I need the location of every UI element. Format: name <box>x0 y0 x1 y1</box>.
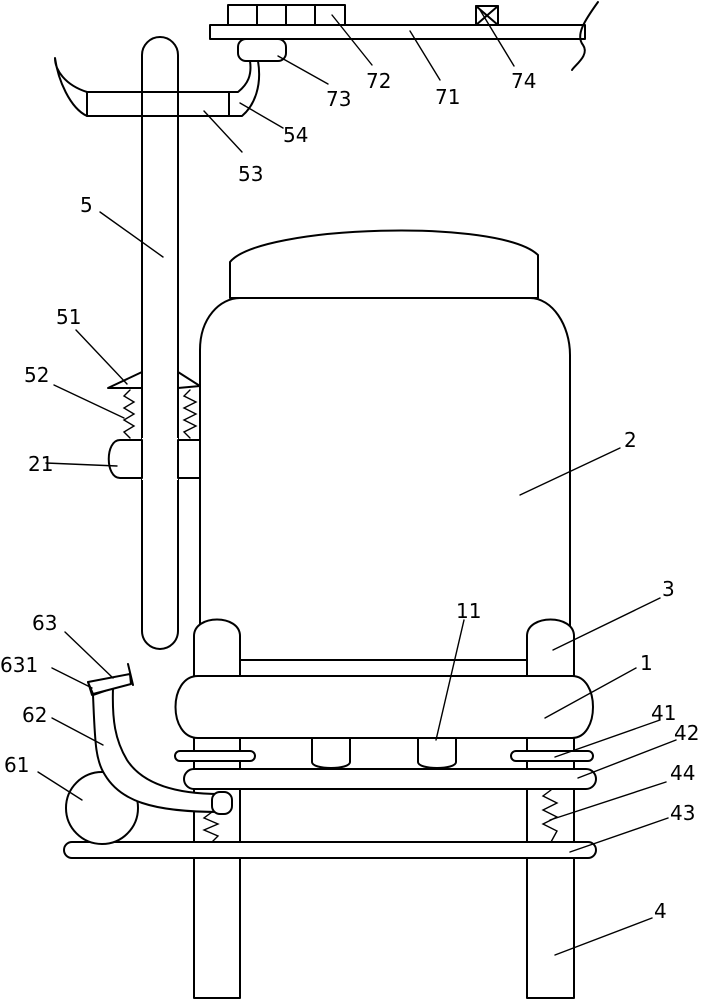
side-pipe-21 <box>107 438 201 480</box>
label-54: 54 <box>283 123 308 147</box>
label-631: 631 <box>0 653 38 677</box>
label-1: 1 <box>640 651 653 675</box>
plate-42 <box>183 768 597 790</box>
leader-lines <box>37 9 677 956</box>
labels: 74 71 72 73 54 53 5 51 52 21 2 3 11 1 41… <box>0 69 699 923</box>
block-group-72 <box>227 4 346 26</box>
mount-73 <box>237 38 287 62</box>
rail-41 <box>174 750 594 762</box>
label-61: 61 <box>4 753 29 777</box>
springs-44 <box>202 789 559 843</box>
springs-52 <box>122 389 198 439</box>
label-2: 2 <box>624 428 637 452</box>
valve-box-74 <box>475 5 499 26</box>
elbow-54 <box>228 60 261 117</box>
ring-body-1 <box>174 675 594 739</box>
nozzle-63 <box>87 663 134 696</box>
label-71: 71 <box>435 85 460 109</box>
label-43: 43 <box>670 801 695 825</box>
label-5: 5 <box>80 193 93 217</box>
label-51: 51 <box>56 305 81 329</box>
label-72: 72 <box>366 69 391 93</box>
label-42: 42 <box>674 721 699 745</box>
label-4: 4 <box>654 899 667 923</box>
label-53: 53 <box>238 162 263 186</box>
outlets-11 <box>311 737 457 769</box>
label-44: 44 <box>670 761 695 785</box>
label-21: 21 <box>28 452 53 476</box>
label-62: 62 <box>22 703 47 727</box>
label-73: 73 <box>326 87 351 111</box>
base-plate-43 <box>63 841 597 859</box>
label-74: 74 <box>511 69 536 93</box>
label-52: 52 <box>24 363 49 387</box>
collar-51 <box>107 371 201 389</box>
rod-5 <box>141 36 179 650</box>
hose-62 <box>92 687 233 815</box>
label-63: 63 <box>32 611 57 635</box>
label-11: 11 <box>456 599 481 623</box>
label-41: 41 <box>651 701 676 725</box>
tank-2 <box>199 229 571 661</box>
label-3: 3 <box>662 577 675 601</box>
